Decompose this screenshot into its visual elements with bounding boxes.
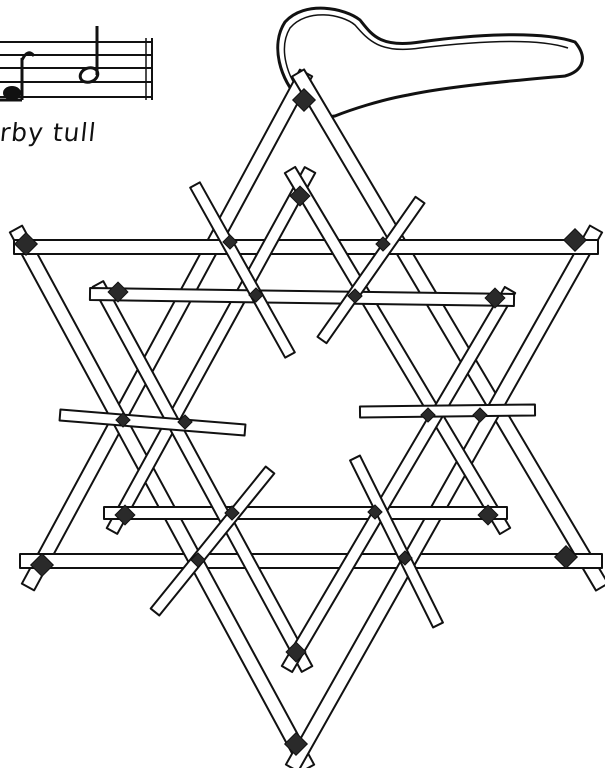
stick-inner-up-base xyxy=(104,507,507,519)
music-note-icon xyxy=(0,53,34,100)
star-sticks xyxy=(10,69,605,768)
stick-cross-4 xyxy=(360,405,535,418)
stick-outer-up-base xyxy=(20,554,602,568)
caption-text: rby tull xyxy=(0,118,98,147)
stick-inner-down-top xyxy=(90,288,514,306)
hanging-loop-inner xyxy=(284,15,568,95)
stick-cross-3 xyxy=(60,410,246,436)
stick-outer-down-top xyxy=(14,240,598,254)
hanging-loop xyxy=(278,8,583,116)
